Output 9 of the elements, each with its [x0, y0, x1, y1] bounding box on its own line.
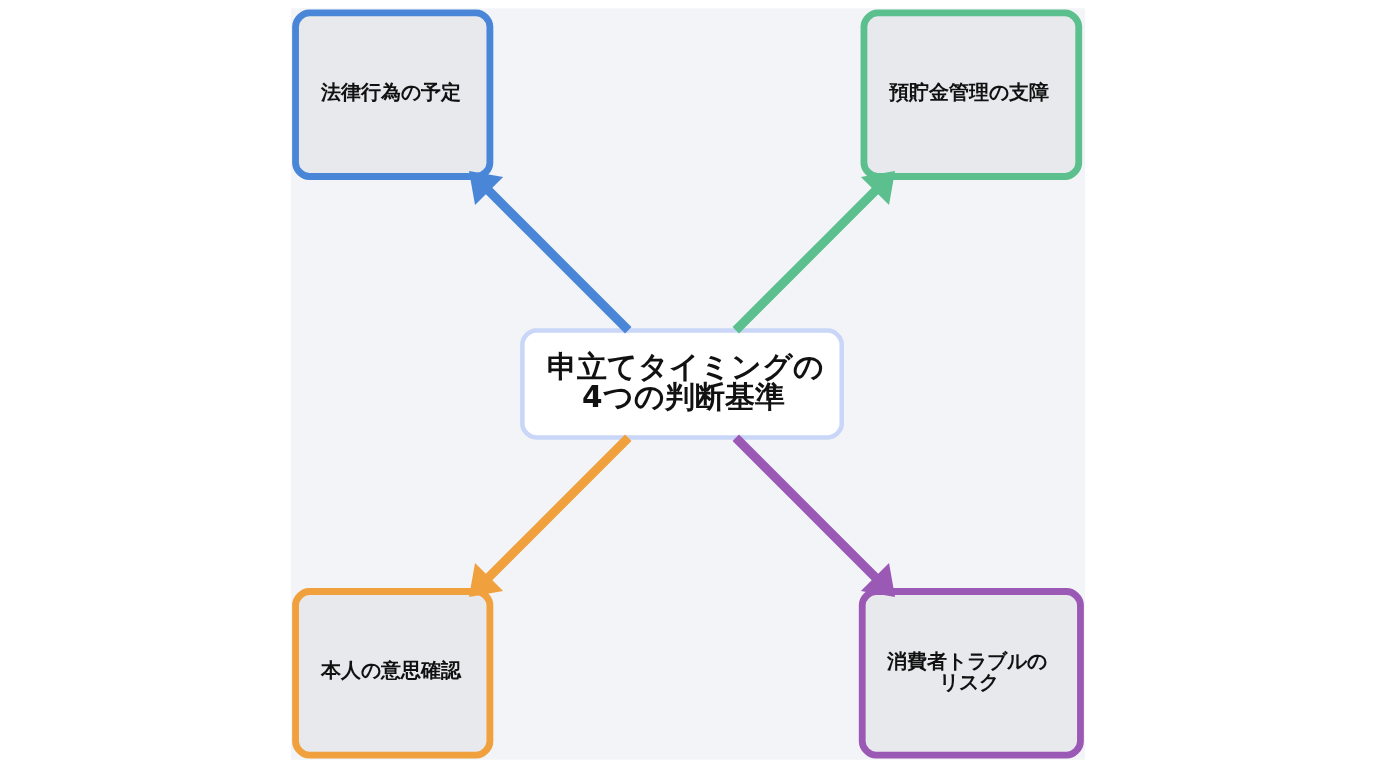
arrow	[469, 171, 632, 334]
node-box: 法律行為の予定	[292, 9, 494, 180]
arrow	[732, 434, 896, 598]
arrow	[732, 171, 896, 334]
node-box: 本人の意思確認	[292, 588, 494, 759]
arrow	[469, 434, 632, 598]
node-box: 申立てタイミングの4つの判断基準	[520, 328, 844, 440]
node-box: 消費者トラブルのリスク	[858, 588, 1084, 759]
node-box: 預貯金管理の支障	[860, 9, 1083, 180]
